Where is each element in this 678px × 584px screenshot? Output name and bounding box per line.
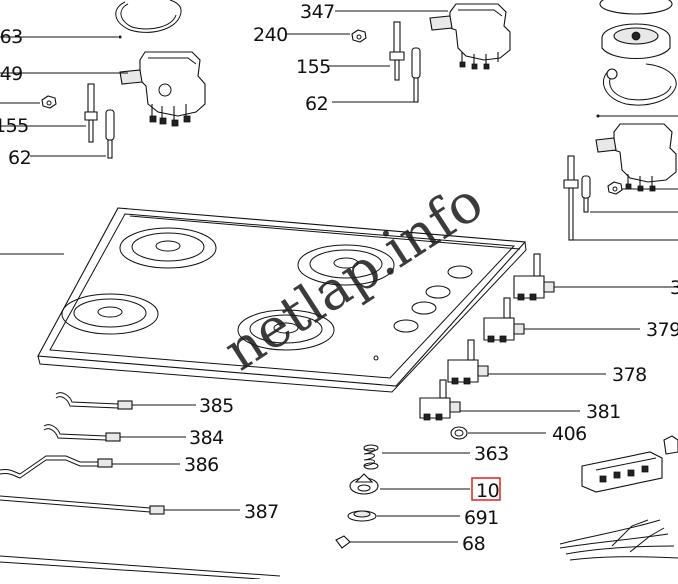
- label-38x: 3: [670, 277, 678, 299]
- label-10: 10: [476, 480, 499, 502]
- clip-68: [335, 535, 351, 549]
- nut-left: [41, 95, 57, 109]
- gas-pipe-384: [43, 424, 121, 442]
- gas-valve-347: [429, 3, 511, 70]
- label-347: 347: [300, 1, 335, 23]
- label-363: 363: [474, 443, 509, 465]
- burner-ring-front-left: [61, 293, 159, 335]
- label-381: 381: [586, 401, 621, 423]
- valve-378: [447, 339, 489, 385]
- valve-381: [419, 379, 461, 421]
- nut-240: [351, 29, 367, 43]
- label-691: 691: [464, 507, 499, 529]
- label-240: 240: [253, 24, 288, 46]
- thermocouple-right: [563, 155, 591, 241]
- nut-right: [607, 181, 623, 195]
- label-363-top: 363: [0, 26, 23, 48]
- label-155-left: 155: [0, 115, 29, 137]
- burner-head-top-right: [599, 0, 673, 60]
- thermocouple-left: [84, 83, 115, 159]
- gas-pipe-386: [0, 455, 113, 479]
- label-68: 68: [462, 533, 485, 555]
- label-378: 378: [612, 364, 647, 386]
- thermocouple-155: [389, 21, 421, 103]
- spring-363: [363, 444, 379, 470]
- bezel-691: [347, 510, 377, 522]
- label-349: 349: [0, 63, 23, 85]
- gas-valve-349: [119, 51, 206, 127]
- ignition-unit: [581, 435, 678, 493]
- ignition-wires: [559, 519, 678, 561]
- burner-ring-front-right: [237, 309, 335, 351]
- label-379: 379: [646, 319, 678, 341]
- gas-pipe-387: [0, 495, 165, 515]
- label-10-highlight: [471, 477, 501, 501]
- gas-valve-right: [595, 123, 677, 192]
- gas-pipe-385: [55, 392, 133, 410]
- label-62-right: 62: [305, 93, 328, 115]
- burner-ring-rear-right: [297, 244, 395, 286]
- valve-38x: [513, 253, 555, 301]
- label-406: 406: [552, 423, 587, 445]
- knob-10: [349, 473, 379, 495]
- label-385: 385: [199, 395, 234, 417]
- label-387: 387: [244, 501, 279, 523]
- burner-ring-rear-left: [119, 227, 217, 269]
- label-386: 386: [184, 454, 219, 476]
- valve-379: [483, 297, 525, 343]
- frame-edge-bottom: [0, 555, 281, 577]
- hob-top-plate: [37, 207, 527, 393]
- washer-406: [450, 426, 468, 440]
- clamp-ring-top-left: [115, 0, 182, 33]
- label-384: 384: [189, 427, 224, 449]
- label-62-left: 62: [8, 147, 31, 169]
- clamp-ring-top-right: [602, 63, 677, 106]
- label-155: 155: [296, 56, 331, 78]
